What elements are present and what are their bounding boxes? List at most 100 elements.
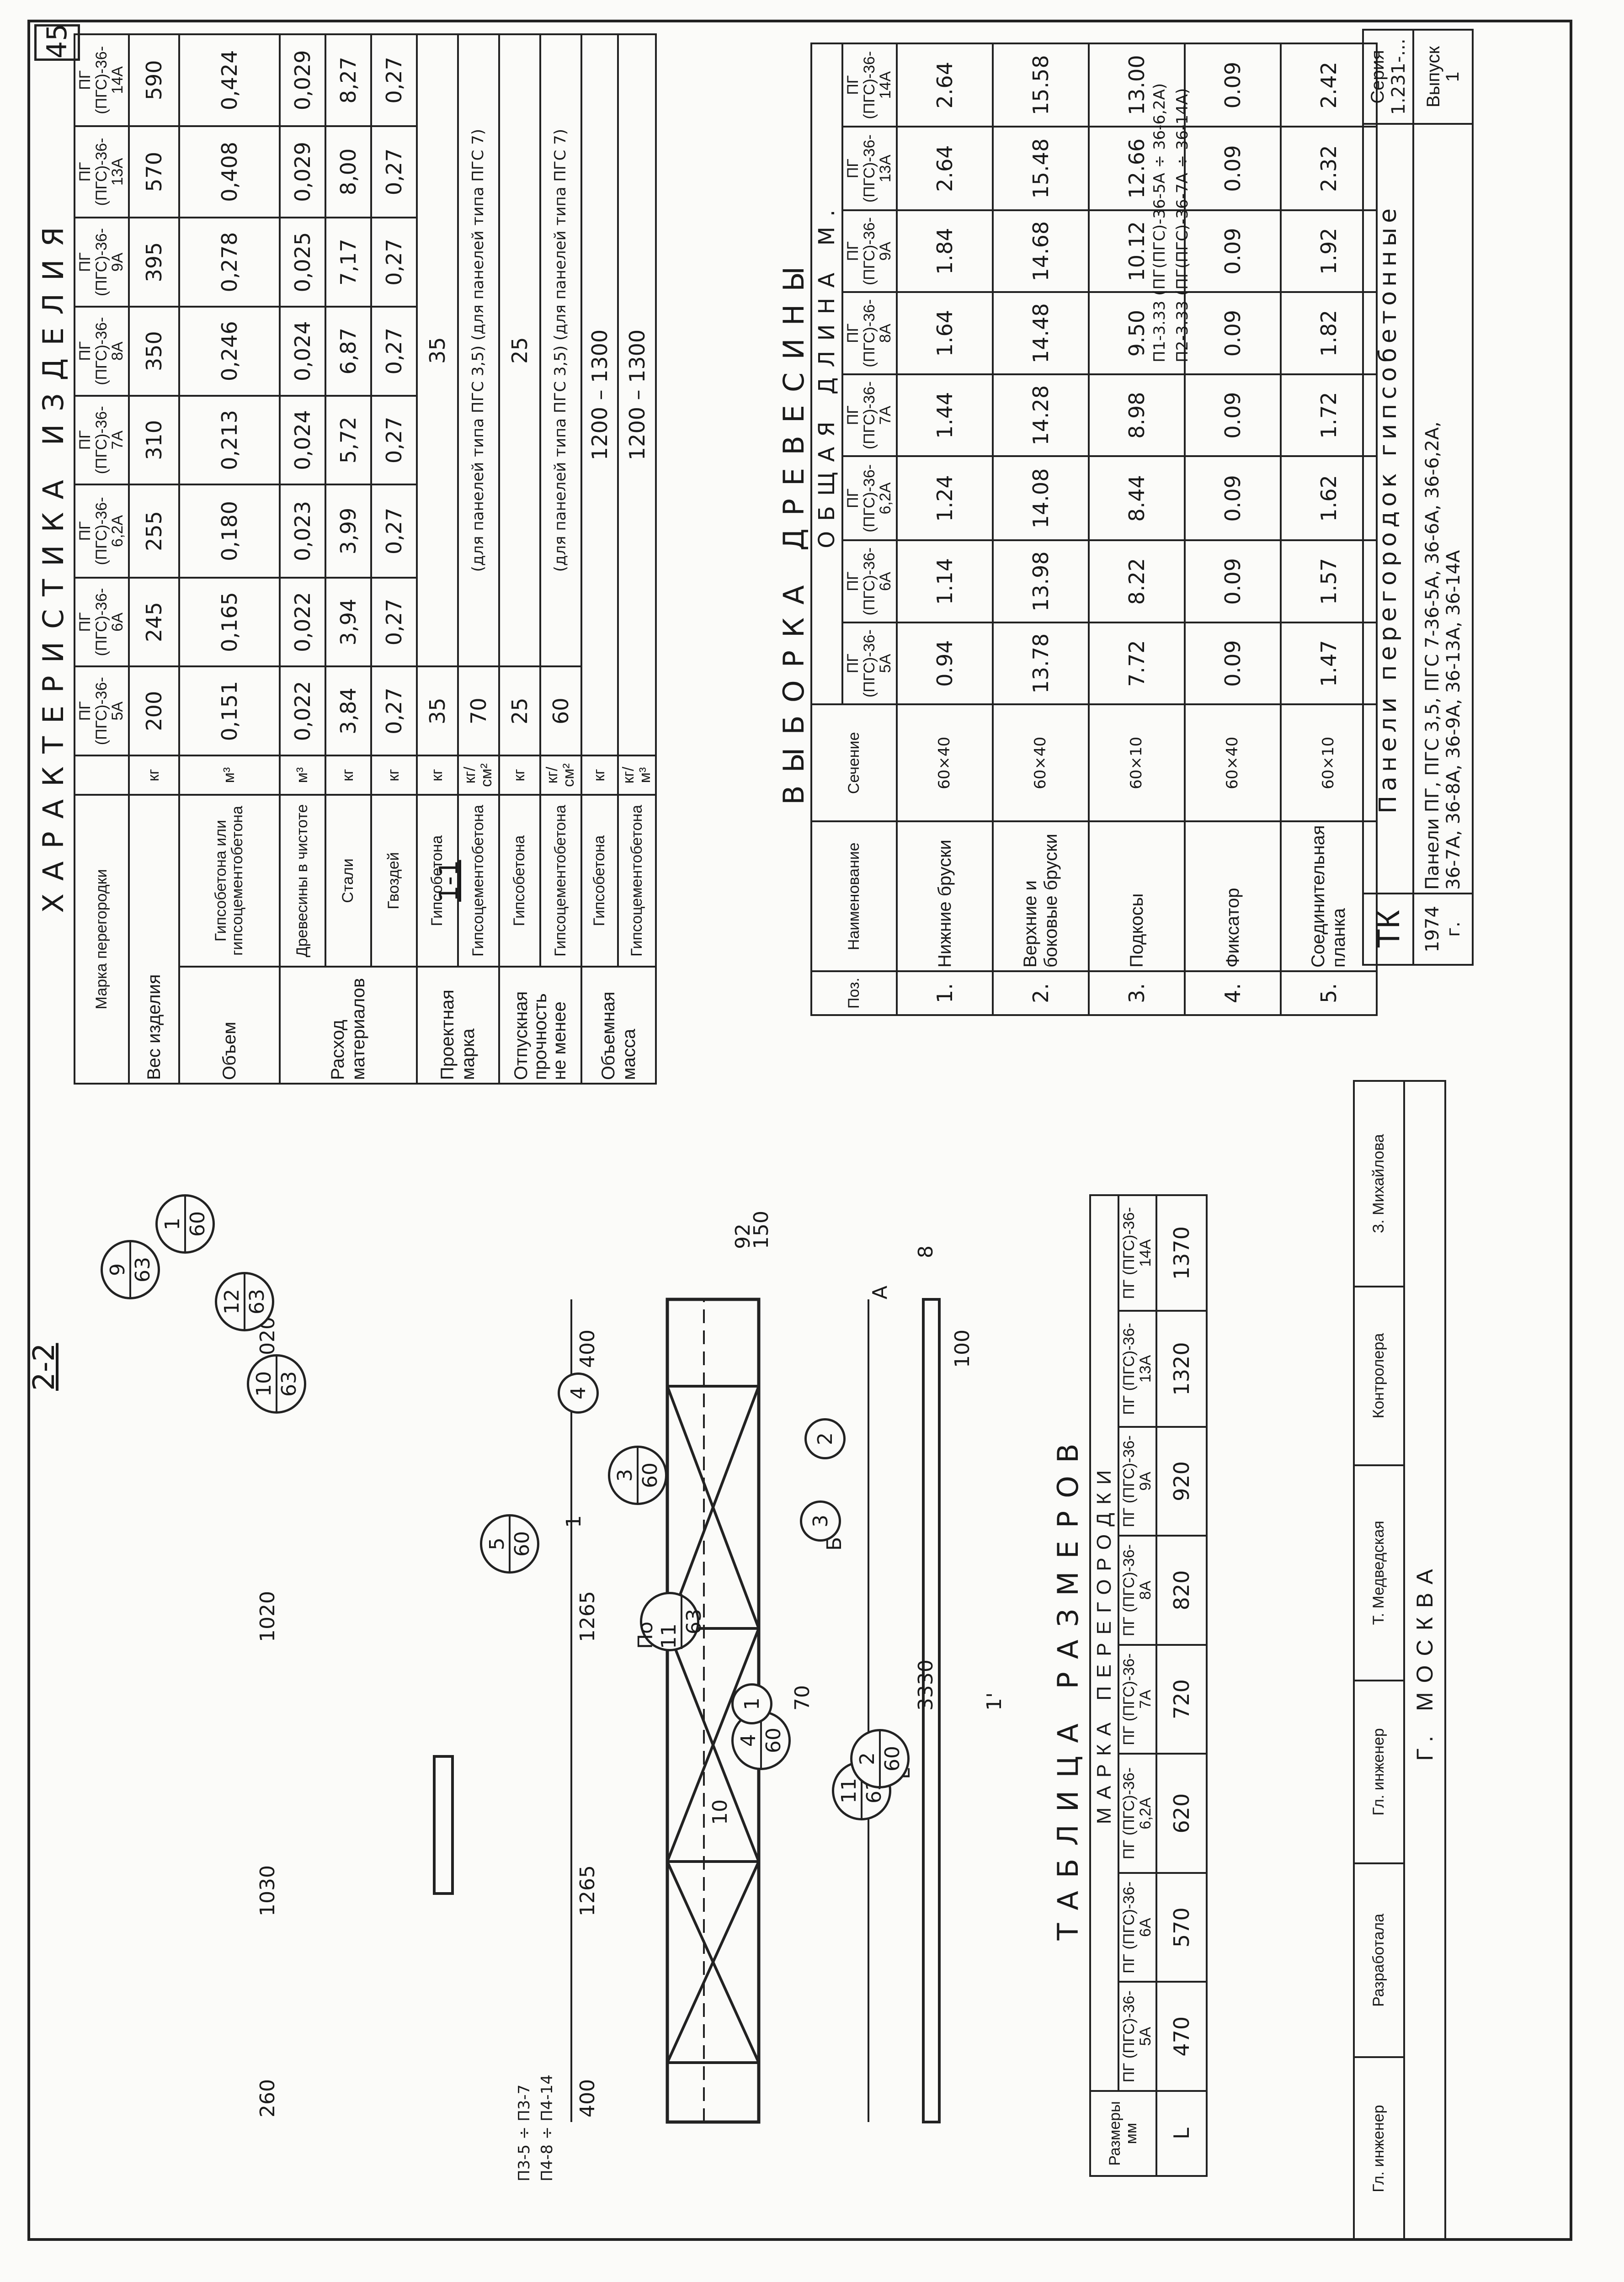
- callout-6-top: 11: [837, 1778, 861, 1803]
- wood-4: 0,024: [280, 306, 326, 396]
- wood-row-pos: 5.: [1281, 971, 1377, 1015]
- wood-mark-0: ПГ (ПГС)-36-5А: [842, 622, 897, 705]
- wood-row-value: 0.09: [1185, 622, 1281, 705]
- wood-row-value: 14.48: [993, 292, 1089, 374]
- dim-left-3: 400: [576, 1330, 599, 1368]
- drawing-top-label-1: П2-3.33 (ПГ(ПГС)-36-7А ÷ 36-14А): [1173, 88, 1192, 362]
- weight-3: 310: [129, 395, 180, 485]
- release-unit-kg: кг: [499, 755, 541, 795]
- issue-value: 1: [1443, 71, 1463, 82]
- wood-row-pos: 1.: [897, 971, 993, 1015]
- nails-4: 0,27: [371, 306, 417, 396]
- section-11-label: 1-1: [434, 860, 464, 902]
- steel-1: 3,94: [325, 577, 372, 667]
- section-11-strip: [433, 1755, 454, 1895]
- wood-row-value: 14.68: [993, 210, 1089, 293]
- issue-label: Выпуск: [1423, 46, 1443, 108]
- design-unit-kg: кг: [417, 755, 458, 795]
- size-mark-7: ПГ (ПГС)-36-14А: [1118, 1195, 1157, 1311]
- section-22-strip: [922, 1298, 941, 2123]
- wood-col-section: Сечение: [811, 704, 897, 822]
- callout-3-top: 5: [485, 1537, 509, 1550]
- wood-row-value: 0.09: [1185, 127, 1281, 210]
- size-value-5: 920: [1156, 1426, 1207, 1536]
- wood-row-value: 2.64: [897, 43, 993, 127]
- dim-70: 70: [791, 1685, 814, 1711]
- volume-1: 0,165: [179, 577, 280, 667]
- drawing-bottom-label-1: П4-8 ÷ П4-14: [538, 2075, 556, 2181]
- size-table-block: Таблица размеров Размеры мм Марка перего…: [1051, 1194, 1208, 2177]
- size-col-mark: Марка перегородки: [1090, 1195, 1118, 2091]
- volume-sub: Гипсобетона или гипсоцементобетона: [179, 795, 280, 967]
- title-lines: Панели ПГ, ПГС 3,5, ПГС 7-36-5А, 36-6А, …: [1413, 124, 1473, 894]
- wood-row-value: 15.58: [993, 43, 1089, 127]
- wood-row-value: 1.44: [897, 374, 993, 457]
- wood-subtitle: Общая длина м.: [811, 43, 842, 705]
- title-line1: Панели перегородок гипсобетонные: [1363, 124, 1413, 894]
- weight-0: 200: [129, 666, 180, 755]
- weight-2: 255: [129, 484, 180, 578]
- wood-mark-7: ПГ (ПГС)-36-14А: [842, 43, 897, 127]
- wood-row-value: 13.78: [993, 622, 1089, 705]
- nails-3: 0,27: [371, 395, 417, 485]
- size-value-3: 720: [1156, 1644, 1207, 1754]
- wood-row-name: Нижние бруски: [897, 821, 993, 971]
- callout-8-top: 2: [856, 1752, 879, 1765]
- size-row-label: L: [1156, 2091, 1207, 2176]
- dim-100: 100: [951, 1330, 974, 1368]
- dim-92: 92: [731, 1223, 755, 1249]
- wood-row-section: 60×10: [1089, 704, 1185, 822]
- wood-row-value: 14.28: [993, 374, 1089, 457]
- callout-4-top: По 11: [634, 1621, 681, 1649]
- weight-7: 590: [129, 34, 180, 126]
- release-note: (для панелей типа ПГС 3,5) (для панелей …: [540, 34, 582, 667]
- wood-row-value: 12.66: [1089, 127, 1185, 210]
- characteristics-table: Марка перегородки ПГ (ПГС)-36-5А ПГ (ПГС…: [74, 33, 657, 1085]
- wood-row-value: 8.22: [1089, 540, 1185, 622]
- weight-1: 245: [129, 577, 180, 667]
- mark-header-2: ПГ (ПГС)-36-6,2А: [75, 484, 129, 578]
- mark-header-4: ПГ (ПГС)-36-8А: [75, 306, 129, 396]
- wood-5: 0,025: [280, 218, 326, 307]
- nails-2: 0,27: [371, 484, 417, 578]
- dim-10: 10: [708, 1799, 732, 1825]
- callout-9-top: 3: [613, 1469, 637, 1482]
- dim-left-0: 400: [576, 2079, 599, 2117]
- wood-row-name: Верхние и боковые бруски: [993, 821, 1089, 971]
- wood-row-value: 0.09: [1185, 456, 1281, 541]
- nails-1: 0,27: [371, 577, 417, 667]
- volume-5: 0,278: [179, 218, 280, 307]
- wood-6: 0,029: [280, 126, 326, 218]
- series-label: Серия: [1367, 50, 1388, 104]
- wood-row-name: Фиксатор: [1185, 821, 1281, 971]
- density-unit-kg: кг: [581, 755, 618, 795]
- steel-unit: кг: [325, 755, 372, 795]
- col-mark-header: Марка перегородки: [75, 795, 129, 1084]
- wood-row-value: 7.72: [1089, 622, 1185, 705]
- size-value-7: 1370: [1156, 1195, 1207, 1311]
- density-gypsum-cement: Гипсоцементобетона: [618, 795, 656, 967]
- series-value: 1.231-...: [1388, 38, 1409, 115]
- size-mark-6: ПГ (ПГС)-36-13А: [1118, 1311, 1157, 1427]
- stamp-role-0: Гл. инженер: [1354, 2057, 1404, 2240]
- dim-right-1: 1030: [256, 1865, 279, 1916]
- wood-mark-4: ПГ (ПГС)-36-8А: [842, 292, 897, 374]
- wood-row-value: 9.50: [1089, 292, 1185, 374]
- wood-table-block: Выборка древесины Поз. Наименование Сече…: [777, 43, 1378, 1016]
- size-mark-4: ПГ (ПГС)-36-8А: [1118, 1536, 1157, 1645]
- wood-label: Древесины в чистоте: [280, 795, 326, 967]
- wood-row-value: 8.98: [1089, 374, 1185, 457]
- steel-0: 3,84: [325, 666, 372, 755]
- weight-4: 350: [129, 306, 180, 396]
- size-value-0: 470: [1156, 1982, 1207, 2091]
- volume-6: 0,408: [179, 126, 280, 218]
- issue-cell: Выпуск 1: [1413, 30, 1473, 124]
- dim-left-1: 1265: [576, 1865, 599, 1916]
- drawing-bottom-label-0: П3-5 ÷ П3-7: [515, 2084, 533, 2181]
- size-value-1: 570: [1156, 1872, 1207, 1982]
